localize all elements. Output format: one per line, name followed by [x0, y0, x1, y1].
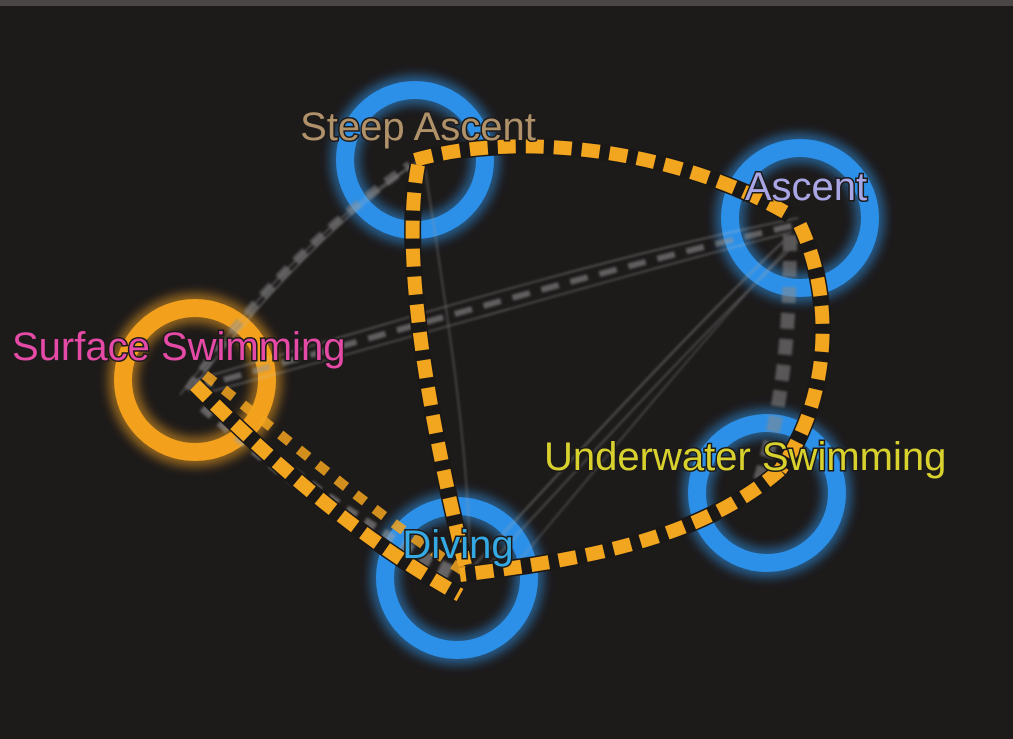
node-ascent[interactable]: [715, 133, 885, 303]
node-label-surface-swimming: Surface Swimming: [12, 325, 345, 369]
node-label-diving: Diving: [402, 523, 513, 567]
edge-ascent-to-underwater-faint: [753, 234, 797, 483]
edge-surface-to-diving: [188, 371, 473, 603]
edge-surface-to-ascent: [194, 217, 799, 396]
edge-surface-to-steep-ascent: [179, 159, 421, 396]
edge-diving-to-ascent: [469, 234, 801, 576]
node-surface-swimming[interactable]: [108, 293, 282, 467]
edge-steep-ascent-to-ascent: [412, 137, 795, 223]
edge-ascent-to-underwater: [773, 221, 832, 475]
edge-underwater-to-diving: [458, 463, 786, 584]
edge-steep-ascent-to-diving: [404, 163, 474, 567]
node-underwater-swimming[interactable]: [682, 408, 852, 578]
node-label-underwater-swimming: Underwater Swimming: [544, 435, 946, 479]
node-label-ascent: Ascent: [745, 165, 867, 209]
node-label-steep-ascent: Steep Ascent: [300, 105, 536, 149]
